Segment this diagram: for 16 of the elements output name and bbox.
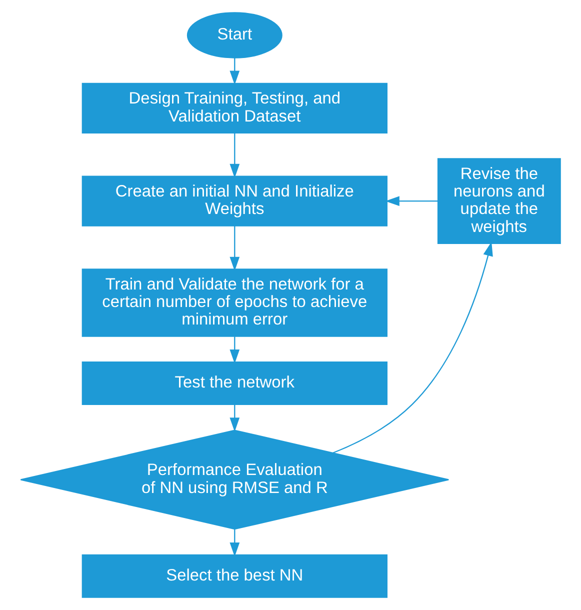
node-ellipse: Start bbox=[186, 12, 282, 58]
arrow bbox=[230, 530, 240, 557]
arrow bbox=[230, 226, 240, 271]
node-diamond: Performance Evaluation of NN using RMSE and R bbox=[20, 430, 450, 530]
node-box: Train and Validate the network for a certain number of epochs to achieve minimum error bbox=[82, 268, 388, 337]
node-box: Revise the neurons and update the weights bbox=[437, 158, 561, 244]
node-box: Create an initial NN and Initialize Weights bbox=[82, 176, 388, 226]
arrow bbox=[230, 404, 240, 432]
arrow bbox=[230, 133, 240, 178]
node-box: Select the best NN bbox=[82, 554, 388, 598]
node-box: Design Training, Testing, and Validation Dataset bbox=[82, 82, 388, 134]
node-box: Test the network bbox=[82, 362, 388, 406]
arrow bbox=[230, 58, 240, 85]
arrow bbox=[230, 336, 240, 364]
arrow bbox=[385, 196, 438, 206]
arrow bbox=[332, 242, 493, 454]
